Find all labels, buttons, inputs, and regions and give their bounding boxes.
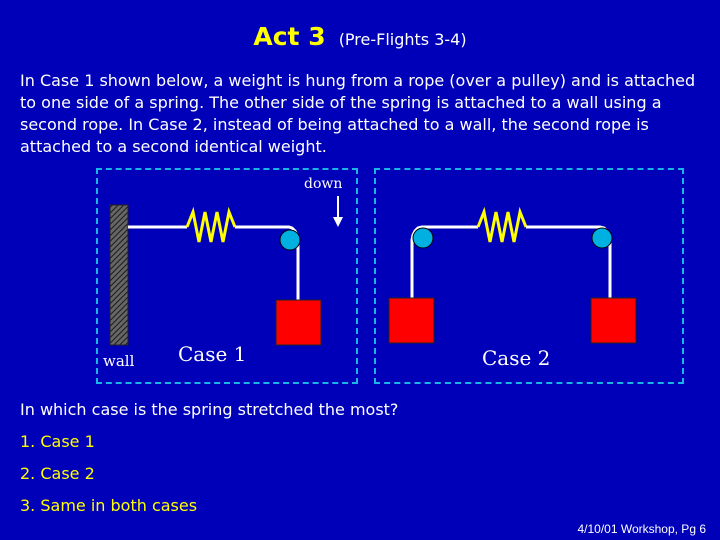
question-text: In which case is the spring stretched th…: [20, 400, 399, 419]
down-arrow-head: [333, 217, 343, 227]
case2-label: Case 2: [482, 346, 551, 370]
option-2[interactable]: 2. Case 2: [20, 464, 95, 483]
slide-title: Act 3 (Pre-Flights 3-4): [0, 22, 720, 51]
case2-panel: [374, 168, 684, 384]
case2-left-pulley: [412, 227, 434, 249]
case1-weight: [275, 299, 322, 346]
case1-spring: [185, 206, 237, 243]
case1-label: Case 1: [178, 342, 247, 366]
title-subtitle: (Pre-Flights 3-4): [338, 30, 467, 49]
down-label: down: [304, 176, 343, 192]
case2-right-pulley: [591, 227, 613, 249]
footer-text: 4/10/01 Workshop, Pg 6: [577, 522, 706, 536]
wall: [109, 204, 129, 346]
case2-rope-left: [410, 225, 478, 300]
wall-label: wall: [103, 352, 135, 370]
case2-right-weight: [590, 297, 637, 344]
title-main: Act 3: [253, 22, 326, 51]
case1-panel: [96, 168, 358, 384]
case2-spring: [476, 206, 528, 243]
case1-pulley: [279, 229, 301, 251]
option-3[interactable]: 3. Same in both cases: [20, 496, 198, 515]
option-1[interactable]: 1. Case 1: [20, 432, 95, 451]
case2-left-weight: [388, 297, 435, 344]
intro-text: In Case 1 shown below, a weight is hung …: [20, 71, 696, 156]
